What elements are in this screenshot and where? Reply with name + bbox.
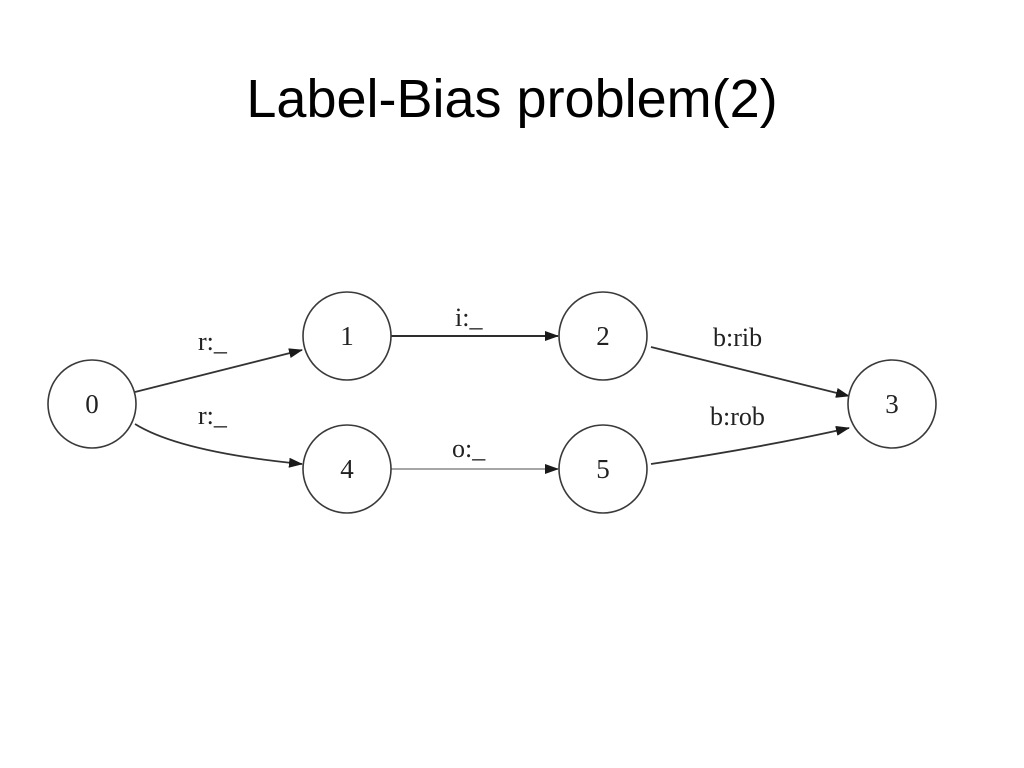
state-circle: [302, 424, 392, 514]
slide-title: Label-Bias problem(2): [246, 69, 778, 129]
edge-2-3: [650, 346, 850, 398]
state-circle: [847, 359, 937, 449]
state-node-0: 0: [47, 359, 137, 449]
state-label: 1: [340, 321, 354, 351]
state-circle: [302, 291, 392, 381]
state-label: 0: [85, 389, 99, 419]
state-circle: [558, 291, 648, 381]
state-node-4: 4: [302, 424, 392, 514]
edge-5-3: [650, 425, 850, 465]
edge-label-4-5: o:_: [452, 434, 486, 463]
state-label: 5: [596, 454, 610, 484]
state-circle: [558, 424, 648, 514]
edge-0-4: [134, 423, 303, 468]
edge-label-0-1: r:_: [198, 327, 228, 356]
state-node-1: 1: [302, 291, 392, 381]
state-node-2: 2: [558, 291, 648, 381]
state-node-5: 5: [558, 424, 648, 514]
edge-label-1-2: i:_: [455, 303, 483, 332]
state-circle: [47, 359, 137, 449]
edge-label-2-3: b:rib: [713, 323, 762, 352]
state-label: 3: [885, 389, 899, 419]
state-label: 2: [596, 321, 610, 351]
edge-label-0-4: r:_: [198, 401, 228, 430]
edge-label-5-3: b:rob: [710, 402, 765, 431]
state-label: 4: [340, 454, 354, 484]
edge-0-1: [134, 348, 303, 393]
state-node-3: 3: [847, 359, 937, 449]
